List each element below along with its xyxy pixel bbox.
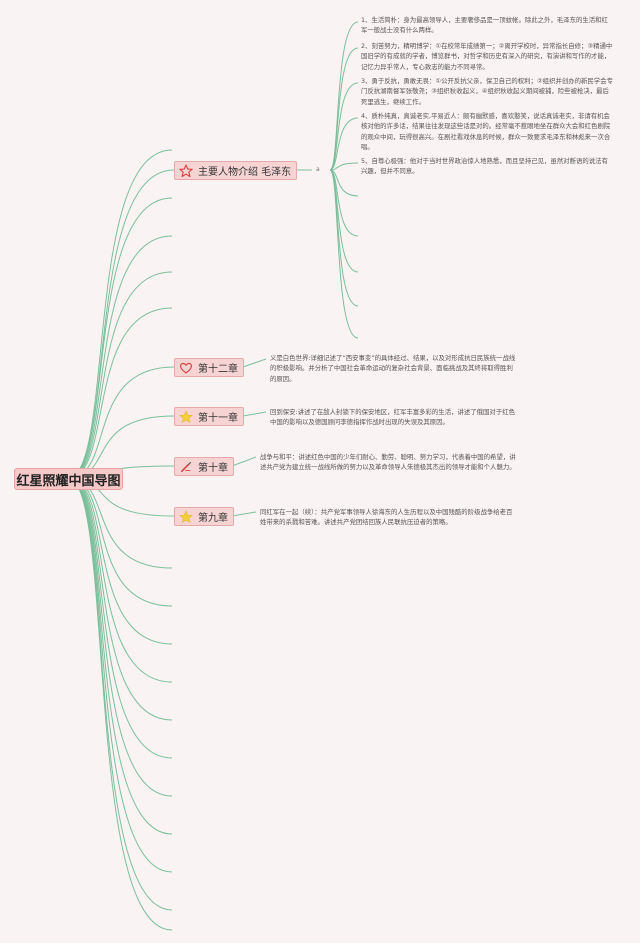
mao-point-3: 3、勇于反抗，勇敢无畏：①公开反抗父亲，保卫自己的权利；②组织并创办的新民学会专…: [361, 77, 613, 106]
pen-marker-icon: [181, 461, 192, 472]
star-yellow-icon: [179, 409, 193, 423]
chapter-11-summary: 回到保安:讲述了在敌人封锁下的保安地区，红军丰富多彩的生活，讲述了俄国对于红色中…: [270, 408, 515, 427]
chapter-connector: [231, 511, 257, 517]
node-chapter-12[interactable]: 第十二章: [174, 358, 244, 377]
node-main-characters-mao[interactable]: 主要人物介绍 毛泽东: [174, 161, 298, 180]
node-label: 第十章: [198, 463, 228, 474]
node-chapter-9[interactable]: 第九章: [174, 507, 234, 526]
sub-branch-connector: [329, 117, 359, 171]
chapter-10-summary: 战争与和平：讲述红色中国的少年们耐心、勤劳、聪明、努力学习，代表着中国的希望，讲…: [260, 453, 516, 472]
sub-branch-connector: [329, 47, 359, 171]
chapter-connector: [242, 358, 267, 368]
node-label: 主要人物介绍 毛泽东: [198, 167, 292, 178]
empty-branch-connector: [67, 197, 173, 479]
mao-point-2: 2、刻苦努力，精明博学：①在校常年成绩第一；②离开学校时，异常指长自修；③精通中…: [361, 42, 613, 71]
sub-branch-connector: [329, 21, 359, 171]
connector-label: a: [316, 166, 320, 173]
empty-branch-connector: [67, 477, 173, 835]
sub-branch-connector: [329, 169, 359, 339]
chapter-connector: [231, 456, 257, 467]
empty-branch-connector: [67, 271, 173, 479]
empty-branch-connector: [67, 477, 173, 797]
mao-point-5: 5、自尊心极强：他对于当时世界政治惊人地熟悉，而且坚持己见，虽然对断语的说法有兴…: [361, 157, 608, 176]
mao-point-4: 4、质朴纯真，真诚老实,平易近人：颇有幽默感，喜欢憨笑，说话真诚老实，非请有机会…: [361, 112, 611, 151]
chapter-connector: [242, 411, 267, 417]
star-outline-icon: [179, 163, 193, 177]
empty-branch-connector: [67, 477, 173, 931]
empty-branch-connector: [67, 477, 173, 873]
empty-branch-connector: [67, 307, 173, 479]
empty-branch-connector: [67, 235, 173, 479]
sub-branch-connector: [329, 162, 359, 171]
empty-branch-connector: [67, 477, 173, 759]
chapter-9-summary: 同红军在一起（续）：共产党军事领导人徐海东的人生历程以及中国残酷的阶级战争给老百…: [260, 508, 513, 527]
node-label: 第九章: [198, 513, 228, 524]
heart-outline-icon: [180, 362, 192, 374]
node-chapter-11[interactable]: 第十一章: [174, 407, 244, 426]
root-node[interactable]: 红星照耀中国导图: [14, 468, 123, 490]
node-chapter-10[interactable]: 第十章: [174, 457, 234, 476]
chapter-12-summary: 义是白色世界:详细记述了“西安事变”的具体经过、结果，以及对形成抗日民族统一战线…: [270, 354, 516, 383]
mao-point-1: 1、生活简朴：身为最高领导人，主要奢侈品是一顶蚊帐。除此之外，毛泽东的生活和红军…: [361, 16, 608, 35]
sub-branch-connector: [329, 82, 359, 171]
empty-branch-connector: [67, 477, 173, 721]
empty-branch-connector: [67, 477, 173, 911]
star-yellow-icon: [179, 509, 193, 523]
node-label: 第十一章: [198, 413, 238, 424]
empty-branch-connector: [67, 149, 173, 479]
node-label: 第十二章: [198, 364, 238, 375]
